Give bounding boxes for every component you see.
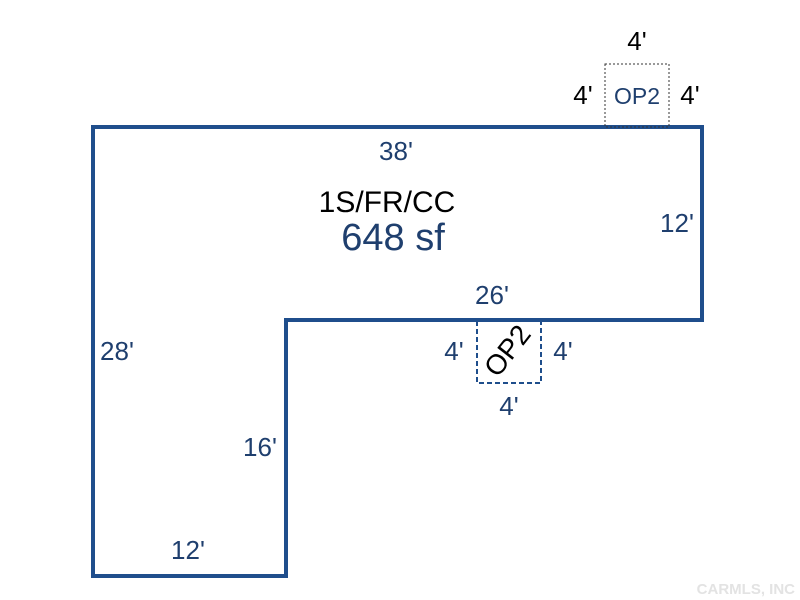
op2-top-dim-left: 4' xyxy=(573,80,592,110)
op2-lower-dim-bottom: 4' xyxy=(499,391,518,421)
main-area-size: 648 sf xyxy=(341,217,445,259)
op2-top-dim-top: 4' xyxy=(627,26,646,56)
dim-inner-vertical: 16' xyxy=(243,432,277,462)
dim-top: 38' xyxy=(379,136,413,166)
op2-lower-dim-left: 4' xyxy=(444,336,463,366)
watermark: CARMLS, INC xyxy=(697,581,795,598)
op2-lower-label: OP2 xyxy=(478,319,537,382)
op2-top-label: OP2 xyxy=(614,83,660,109)
dim-right: 12' xyxy=(660,208,694,238)
op2-top-dim-right: 4' xyxy=(680,80,699,110)
op2-top-box xyxy=(604,63,670,128)
dim-bottom: 12' xyxy=(171,535,205,565)
main-area-label: 1S/FR/CC xyxy=(319,186,456,219)
dim-left: 28' xyxy=(100,336,134,366)
op2-lower-box xyxy=(476,319,542,384)
op2-lower-dim-right: 4' xyxy=(553,336,572,366)
main-building-outline xyxy=(91,125,704,578)
dim-inner-step: 26' xyxy=(475,280,509,310)
